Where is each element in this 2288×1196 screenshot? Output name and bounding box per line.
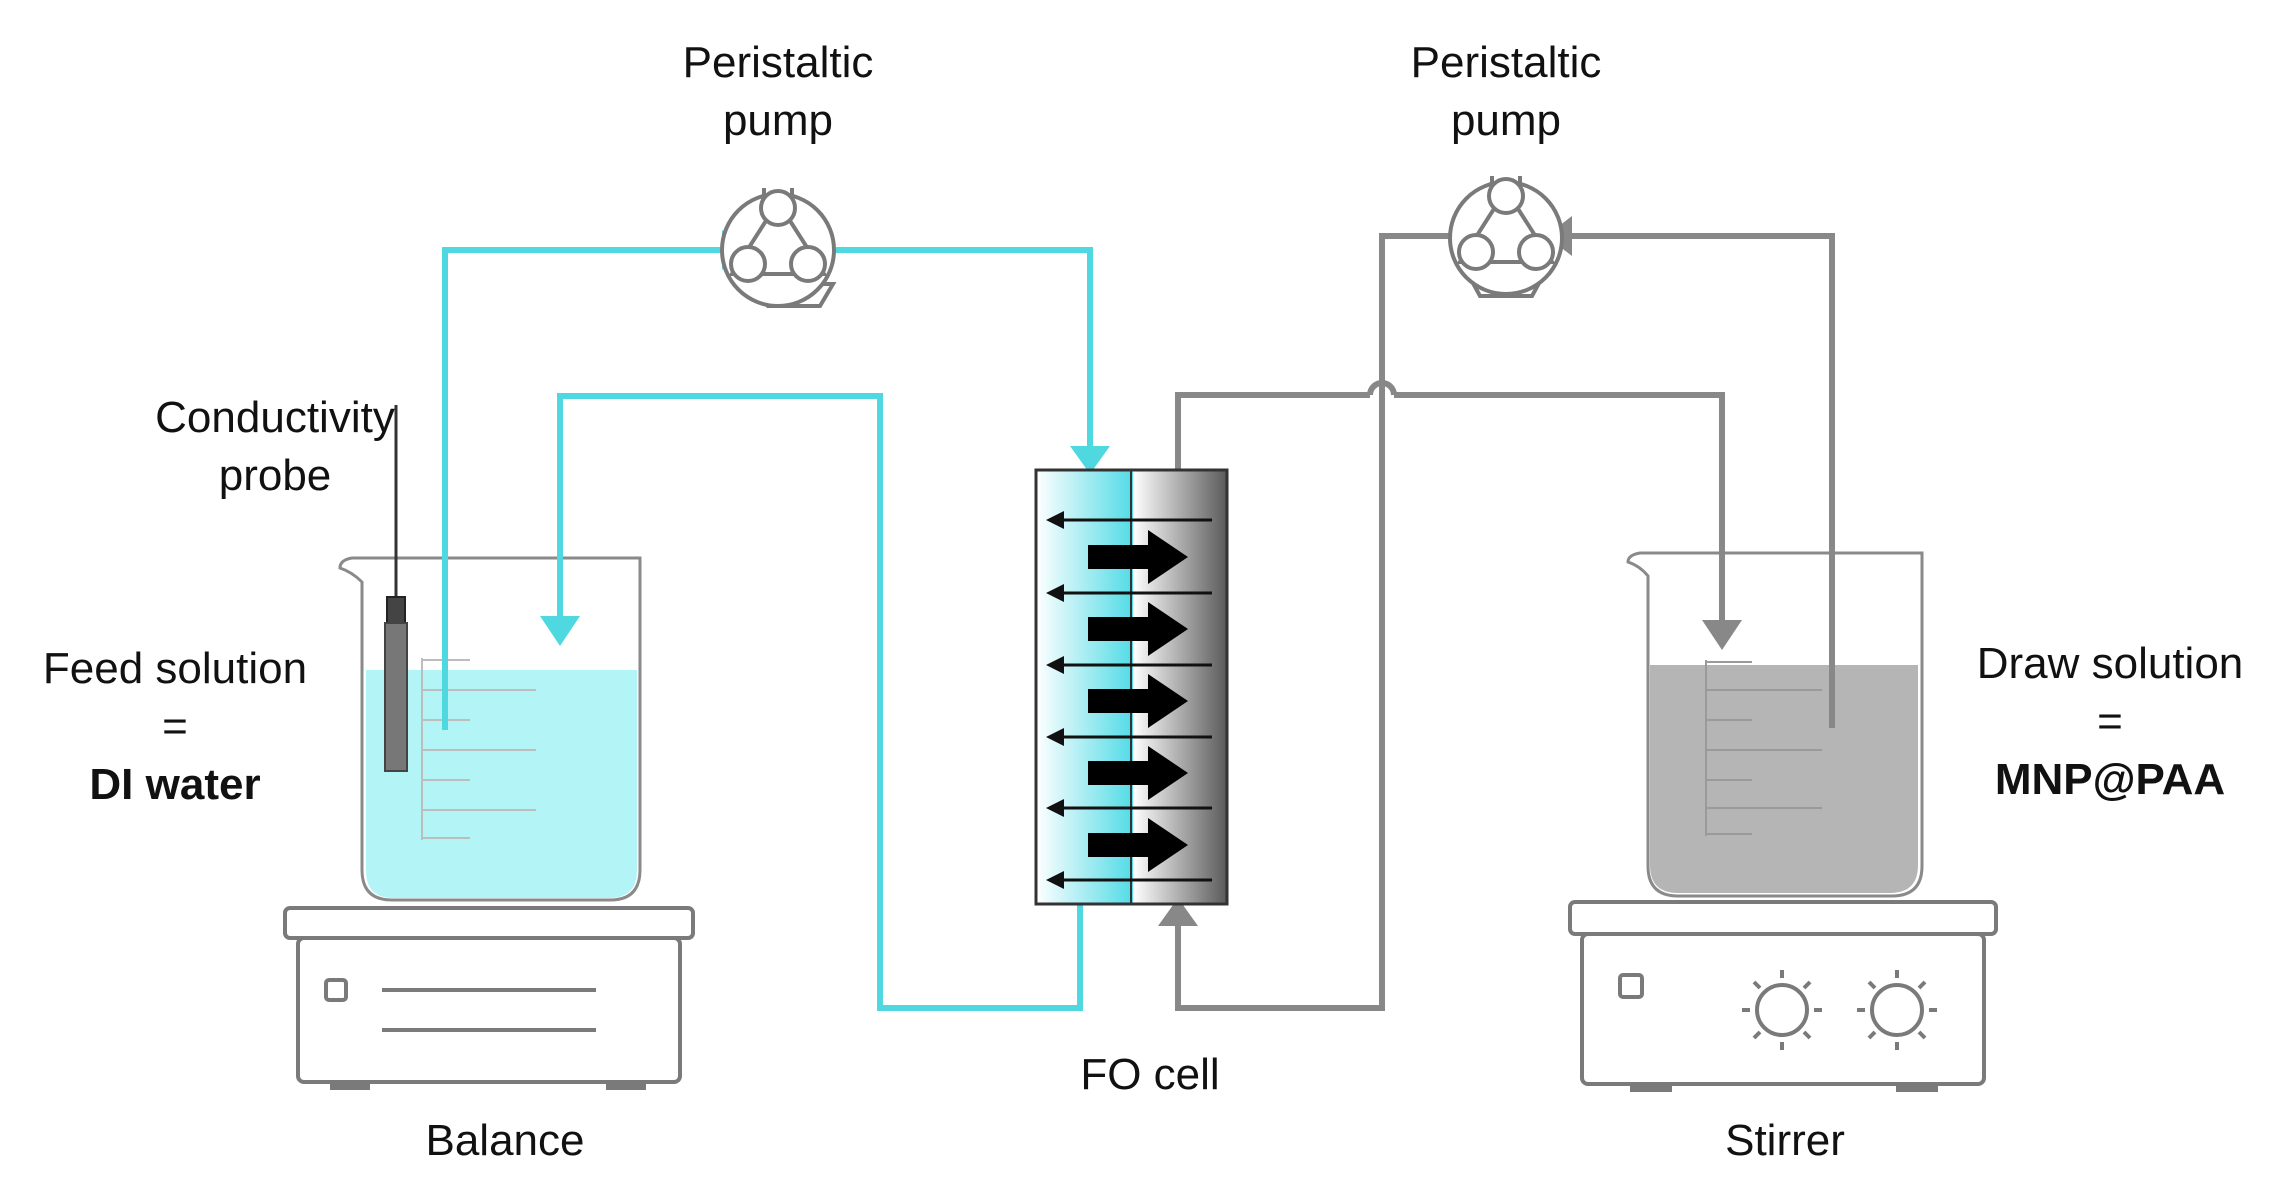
draw-beaker [1626, 551, 1924, 898]
conductivity-probe [384, 405, 408, 772]
balance [283, 906, 695, 1090]
probe-label-line1: Conductivity [155, 393, 395, 442]
water-flux-arrows [1088, 530, 1188, 872]
left-pump-label: Peristaltic pump [640, 34, 916, 150]
right-pump-label: Peristaltic pump [1368, 34, 1644, 150]
left-pump-label-line2: pump [722, 96, 834, 145]
fo-cell-label: FO cell [1080, 1050, 1220, 1099]
draw-solution-equals: = [2097, 697, 2123, 746]
probe-label: Conductivity probe [130, 389, 420, 505]
peristaltic-pump-icon [720, 188, 837, 308]
draw-solution-name: MNP@PAA [1994, 755, 2226, 804]
draw-solution-label: Draw solution = MNP@PAA [1950, 635, 2270, 809]
feed-solution-equals: = [162, 702, 188, 751]
draw-solution-line1: Draw solution [1976, 639, 2244, 688]
stirrer-label: Stirrer [1725, 1116, 1845, 1165]
balance-label: Balance [425, 1116, 585, 1165]
draw-loop [1175, 233, 1835, 1011]
knob-icon [1857, 970, 1937, 1050]
peristaltic-pump-icon [1448, 176, 1564, 298]
flow-arrows [1046, 511, 1212, 889]
knob-icon [1742, 970, 1822, 1050]
probe-label-line2: probe [218, 451, 332, 500]
feed-solution-label: Feed solution = DI water [20, 640, 330, 814]
left-pump-label-line1: Peristaltic [682, 38, 874, 87]
right-pump-label-line2: pump [1450, 96, 1562, 145]
right-pump-label-line1: Peristaltic [1410, 38, 1602, 87]
feed-solution-name: DI water [89, 760, 261, 809]
feed-solution-line1: Feed solution [42, 644, 308, 693]
feed-loop [442, 247, 1093, 1011]
